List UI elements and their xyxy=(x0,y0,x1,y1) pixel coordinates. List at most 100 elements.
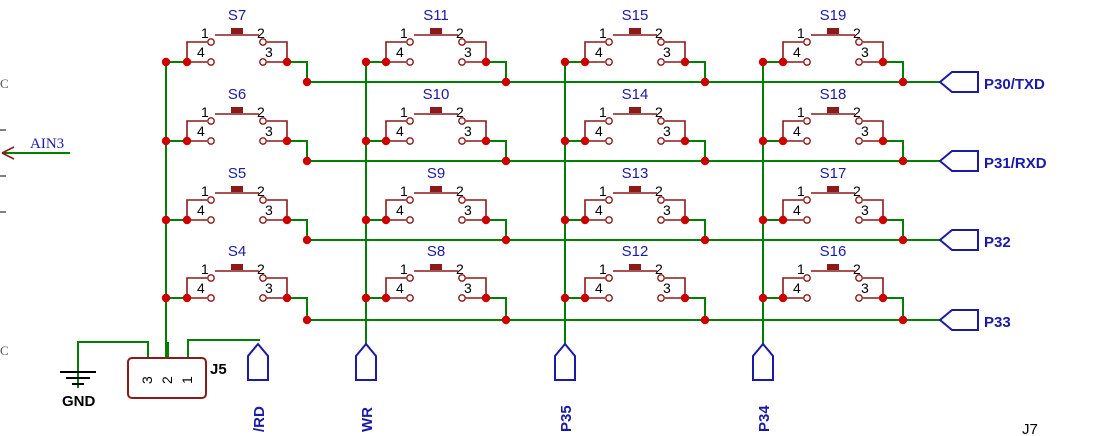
junction-dot xyxy=(758,293,768,303)
junction-dot xyxy=(898,315,908,325)
switch-pin2-lead xyxy=(267,199,288,220)
switch-pin1-lead xyxy=(186,277,207,298)
switch-contact xyxy=(259,117,267,125)
switch-pin4-number: 4 xyxy=(793,280,801,296)
switch-contact xyxy=(259,137,267,145)
switch-contact xyxy=(458,274,466,282)
edge-mark-bottom: C xyxy=(0,343,9,358)
j5-pin1-wire xyxy=(187,339,260,358)
switch-pin1-number: 1 xyxy=(201,25,209,41)
junction-dot xyxy=(758,215,768,225)
switch-pin1-number: 1 xyxy=(599,104,607,120)
switch-pin3-number: 3 xyxy=(663,202,671,218)
switch-pin1-number: 1 xyxy=(797,25,805,41)
switch-pin2-lead xyxy=(466,199,487,220)
junction-dot xyxy=(560,293,570,303)
junction-dot xyxy=(381,215,391,225)
switch-contact xyxy=(605,294,613,302)
row-port-flag-icon xyxy=(938,229,979,251)
switch-pin1-lead xyxy=(782,120,803,141)
switch-plunger-cap xyxy=(629,264,641,270)
junction-dot xyxy=(878,215,888,225)
switch-ref-label: S14 xyxy=(622,86,649,103)
switch-contact xyxy=(657,216,665,224)
switch-pin2-number: 2 xyxy=(655,183,663,199)
switch-pin4-number: 4 xyxy=(793,123,801,139)
switch-contact xyxy=(605,216,613,224)
switch-contact xyxy=(855,38,863,46)
switch-array: 1423S71423S61423S51423S41423S111423S1014… xyxy=(186,7,884,302)
j5-connector-body xyxy=(127,357,207,399)
junction-dot xyxy=(680,57,690,67)
switch-ref-label: S15 xyxy=(622,7,649,24)
switch-pin2-number: 2 xyxy=(257,104,265,120)
switch-pin2-number: 2 xyxy=(853,183,861,199)
switch-ref-label: S9 xyxy=(427,165,445,182)
switch-contact xyxy=(458,117,466,125)
switch-contact xyxy=(207,117,215,125)
switch-ref-label: S5 xyxy=(228,165,246,182)
switch-pin4-number: 4 xyxy=(396,280,404,296)
switch-plunger-cap xyxy=(430,28,442,34)
switch-pin4-number: 4 xyxy=(793,202,801,218)
switch-contact xyxy=(855,117,863,125)
junction-dot xyxy=(361,57,371,67)
junction-dot xyxy=(282,57,292,67)
switch-contact xyxy=(207,294,215,302)
switch-contact xyxy=(855,294,863,302)
switch-pin1-number: 1 xyxy=(599,183,607,199)
junction-dot xyxy=(758,57,768,67)
switch-row-tap xyxy=(685,140,706,161)
switch-row-tap xyxy=(486,219,507,240)
switch-pin2-number: 2 xyxy=(853,104,861,120)
ain3-arrow-icon xyxy=(1,146,15,160)
switch-contact xyxy=(207,58,215,66)
switch-contact xyxy=(803,137,811,145)
junction-dot xyxy=(302,156,312,166)
junction-dot xyxy=(778,293,788,303)
junction-dot xyxy=(898,77,908,87)
junction-dot xyxy=(580,293,590,303)
switch-contact xyxy=(406,216,414,224)
switch-row-tap xyxy=(883,61,904,82)
switch-pin2-number: 2 xyxy=(853,261,861,277)
switch-pin1-number: 1 xyxy=(400,183,408,199)
switch-contact xyxy=(458,58,466,66)
switch-row-tap xyxy=(486,297,507,320)
switch-ref-label: S7 xyxy=(228,7,246,24)
j5-pin1-number: 1 xyxy=(179,376,195,384)
junction-dot xyxy=(182,57,192,67)
junction-dot xyxy=(481,136,491,146)
switch-pin1-lead xyxy=(186,41,207,62)
switch-pin4-number: 4 xyxy=(197,123,205,139)
switch-contact xyxy=(406,294,414,302)
switch-contact xyxy=(406,117,414,125)
column-port-flag-icon xyxy=(554,342,576,381)
switch-contact xyxy=(207,196,215,204)
switch-contact xyxy=(458,137,466,145)
junction-dot xyxy=(560,136,570,146)
switch-pin1-lead xyxy=(584,120,605,141)
switch-contact xyxy=(657,196,665,204)
switch-pin1-lead xyxy=(385,120,406,141)
switch-plunger-cap xyxy=(430,264,442,270)
switch-contact xyxy=(803,58,811,66)
switch-plunger-cap xyxy=(430,186,442,192)
switch-plunger-cap xyxy=(629,186,641,192)
switch-contact xyxy=(259,196,267,204)
switch-pin1-lead xyxy=(584,277,605,298)
switch-pin1-lead xyxy=(385,41,406,62)
row-port-label: P32 xyxy=(984,234,1011,251)
junction-dot xyxy=(700,235,710,245)
j7-label: J7 xyxy=(1022,421,1038,436)
switch-pin1-number: 1 xyxy=(797,261,805,277)
switch-contact xyxy=(803,117,811,125)
switch-pin1-lead xyxy=(186,120,207,141)
switch-contact xyxy=(605,274,613,282)
switch-pin2-lead xyxy=(863,199,884,220)
junction-dot xyxy=(680,293,690,303)
